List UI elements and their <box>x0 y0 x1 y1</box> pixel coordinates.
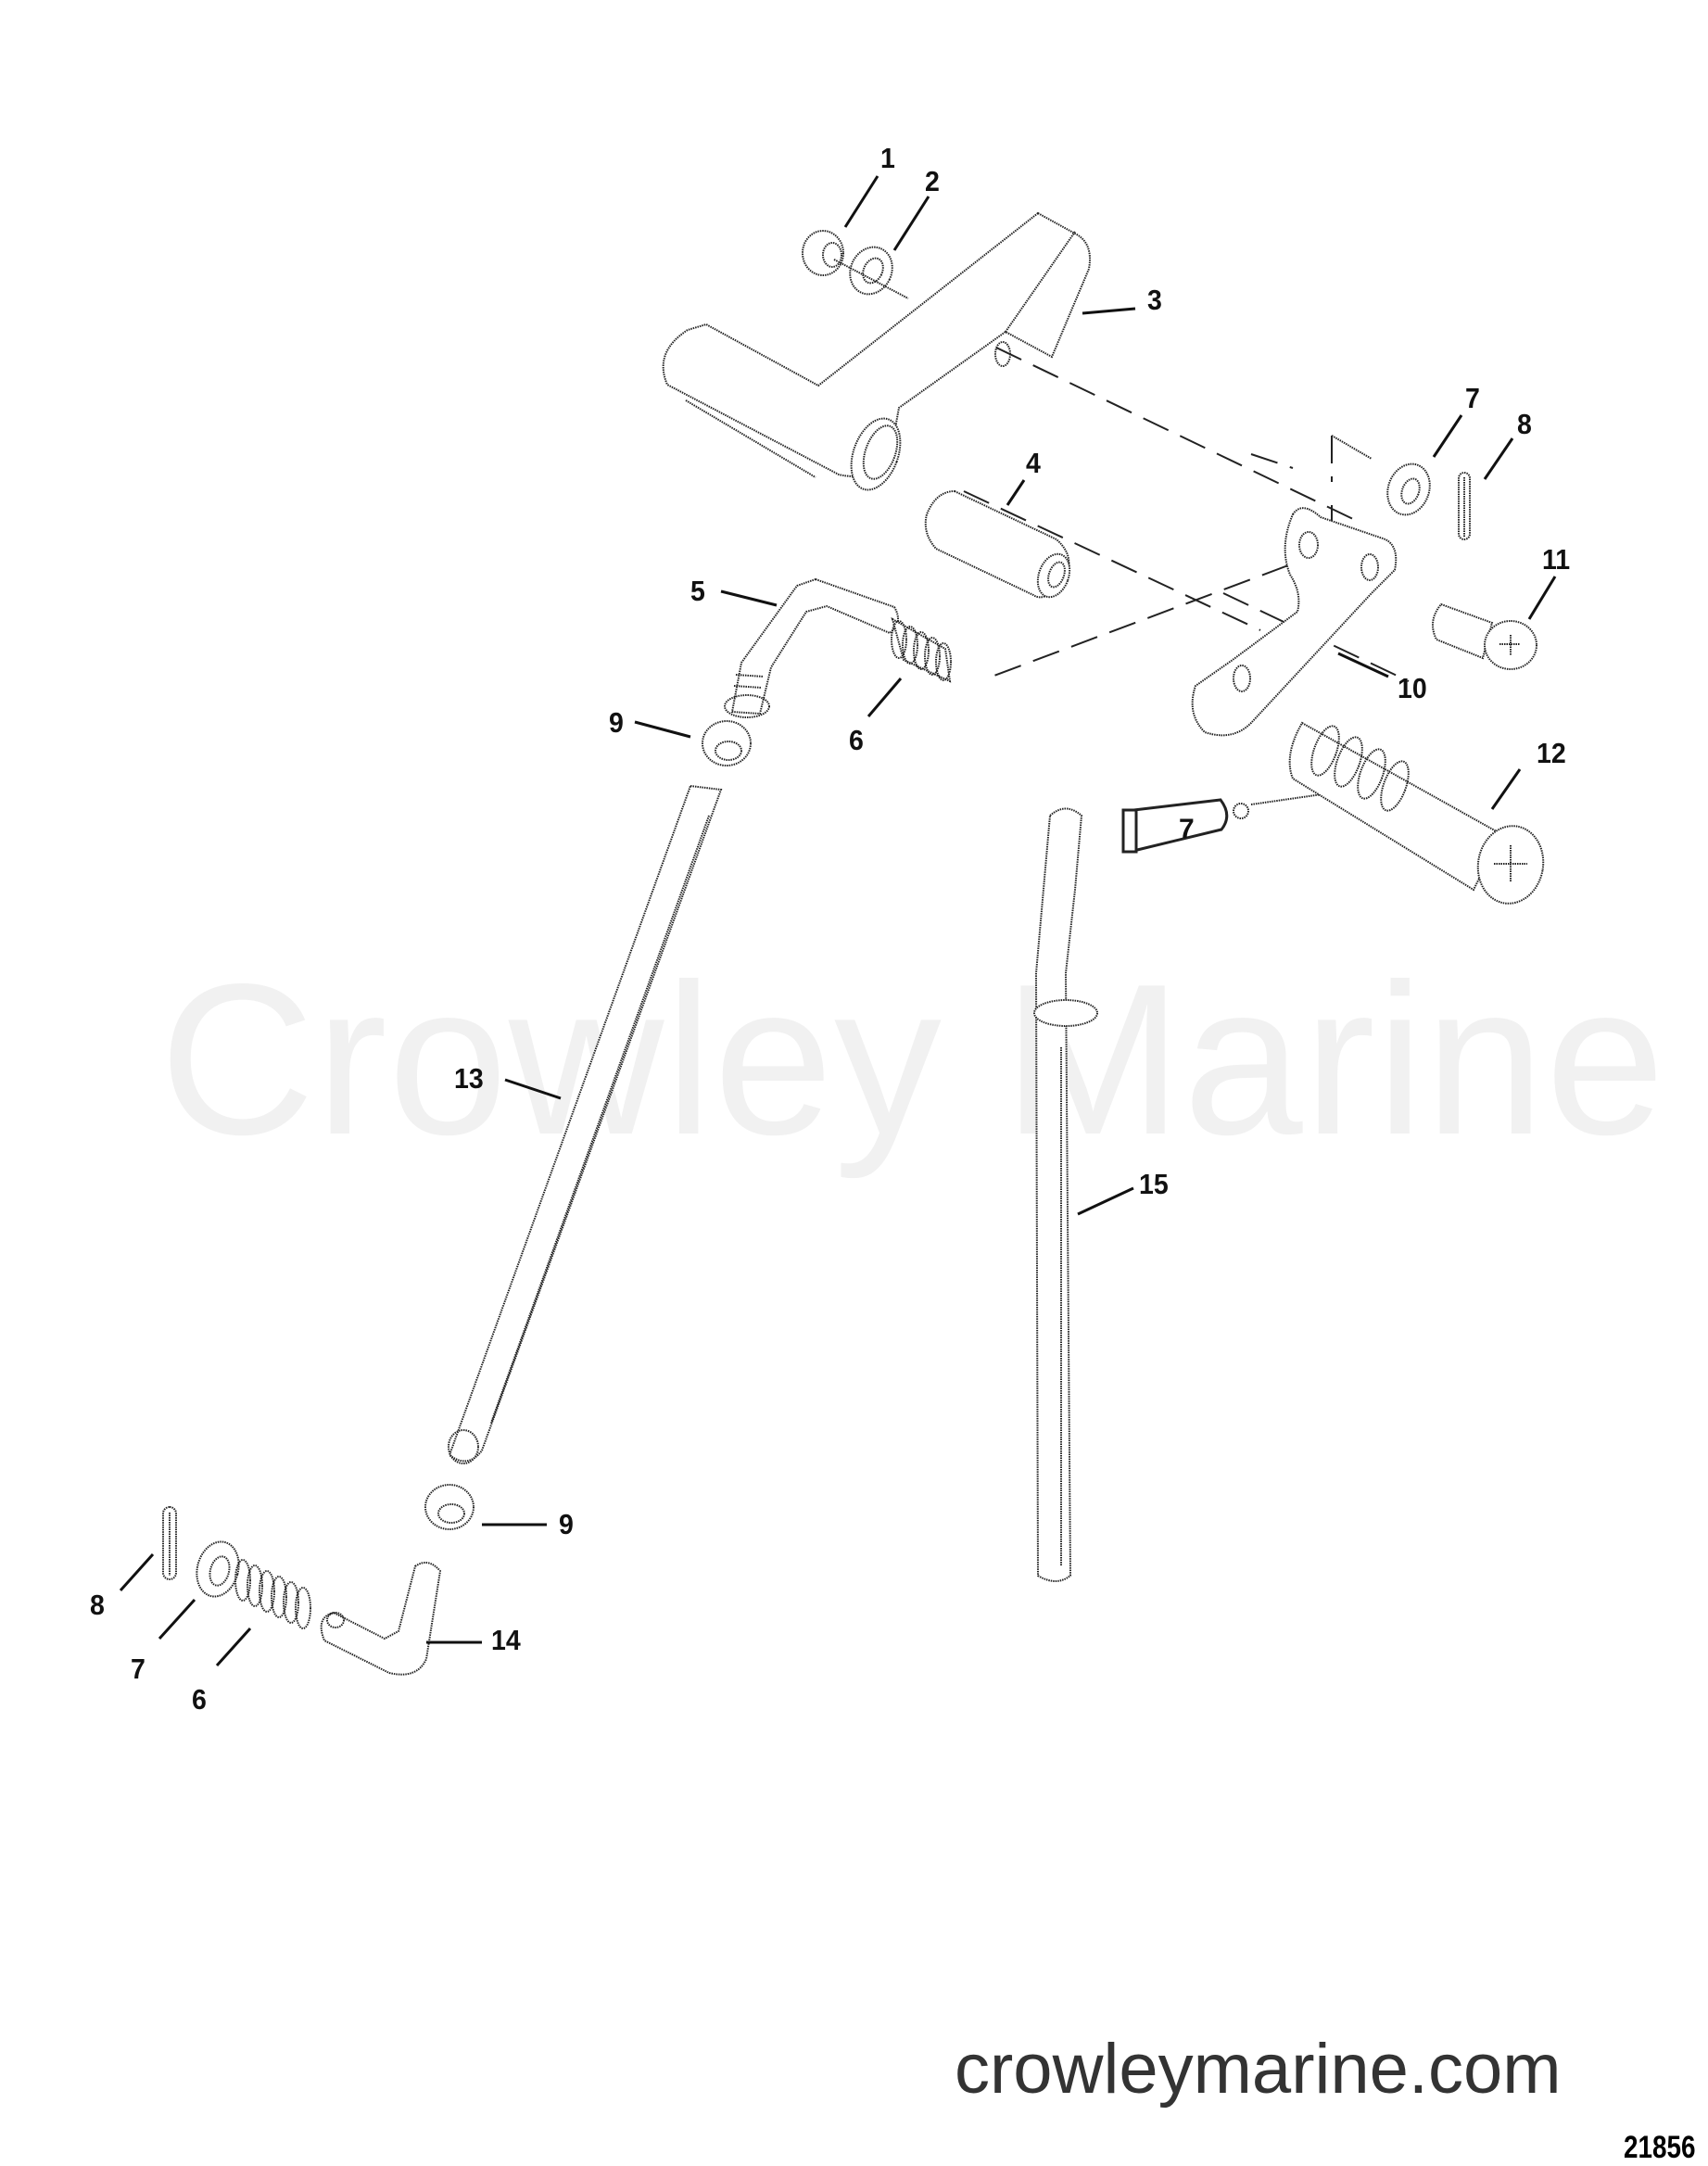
callout-9-lower: 9 <box>559 1508 574 1540</box>
part-3-lever[interactable] <box>662 211 1136 497</box>
part-11-screw[interactable] <box>1432 576 1557 670</box>
part-5-link-rod-upper[interactable] <box>720 577 899 718</box>
part-14-link-rod-lower[interactable] <box>320 1562 482 1676</box>
callout-7-upper: 7 <box>1465 382 1480 414</box>
part-1-nut[interactable] <box>802 175 879 276</box>
part-6-spring-lower[interactable] <box>215 1559 311 1667</box>
callout-15: 15 <box>1139 1168 1169 1200</box>
callout-11: 11 <box>1542 543 1571 576</box>
part-13-rod[interactable] <box>448 784 723 1464</box>
callout-8-upper: 8 <box>1517 408 1532 440</box>
callout-13: 13 <box>454 1062 484 1095</box>
site-url-text: crowleymarine.com <box>955 2030 1562 2109</box>
callout-3: 3 <box>1147 284 1162 316</box>
callout-5: 5 <box>690 575 705 607</box>
callout-9-upper: 9 <box>609 706 624 739</box>
watermark-text: Crowley Marine <box>159 940 1666 1180</box>
part-8-cotter-pin-left[interactable] <box>119 1506 177 1592</box>
lubricant-tube[interactable] <box>1121 798 1249 854</box>
part-9-nut-lower[interactable] <box>424 1484 547 1530</box>
callout-4: 4 <box>1026 447 1041 479</box>
callout-8-lower: 8 <box>90 1589 105 1621</box>
callout-12: 12 <box>1537 737 1566 769</box>
callout-10: 10 <box>1398 672 1427 704</box>
part-9-nut-upper[interactable] <box>634 720 752 766</box>
part-8-cotter-pin-right[interactable] <box>1458 437 1514 540</box>
phantom-lines <box>963 347 1410 805</box>
part-2-washer[interactable] <box>833 196 930 301</box>
part-6-spring-upper[interactable] <box>867 616 952 717</box>
drawing-number: 21856 <box>1624 2130 1696 2165</box>
callout-14: 14 <box>491 1624 521 1656</box>
part-12-bolt[interactable] <box>1288 721 1550 909</box>
part-15-shift-rod[interactable] <box>1033 807 1134 1582</box>
callout-2: 2 <box>925 165 940 197</box>
callout-6-lower: 6 <box>192 1683 207 1716</box>
part-7-washer-left[interactable] <box>158 1537 245 1640</box>
part-10-bracket[interactable] <box>1191 507 1398 737</box>
callout-1: 1 <box>880 142 895 174</box>
part-4-bushing[interactable] <box>924 479 1075 602</box>
callout-6-upper: 6 <box>849 724 864 756</box>
callout-7-lower: 7 <box>131 1653 145 1685</box>
part-7-washer-right[interactable] <box>1381 414 1463 521</box>
lubricant-tube-label: 7 <box>1179 814 1195 844</box>
